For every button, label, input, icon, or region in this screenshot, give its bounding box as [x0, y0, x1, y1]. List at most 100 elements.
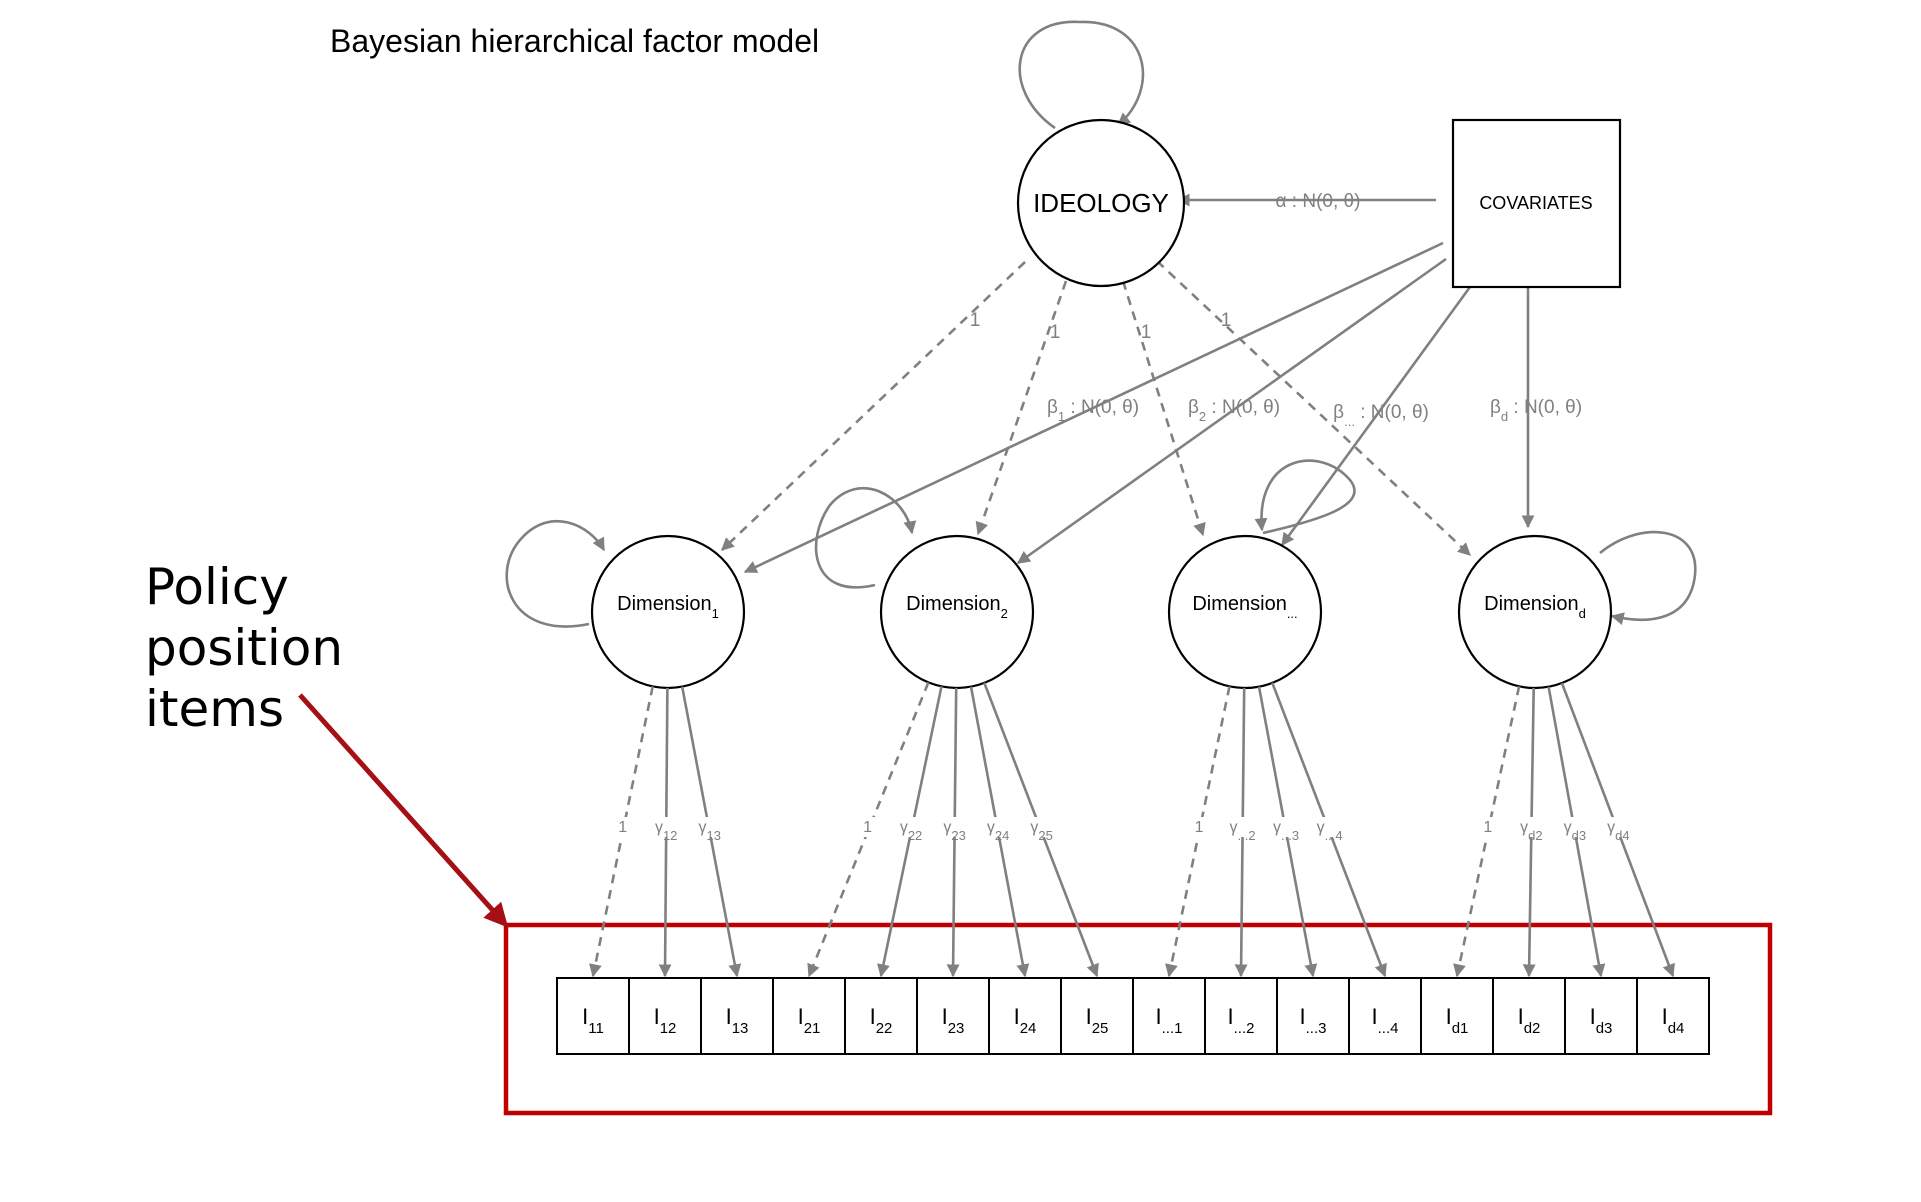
policy-item-label: I...4: [1372, 1004, 1399, 1037]
policy-item-box: [1636, 977, 1710, 1055]
item-loading-label: γd2: [1520, 819, 1542, 843]
policy-item-box: [844, 977, 918, 1055]
policy-item-box: [1060, 977, 1134, 1055]
policy-item-label: I11: [582, 1004, 604, 1037]
policy-item: I...2: [1204, 977, 1278, 1055]
item-loading-label: 1: [1195, 819, 1204, 836]
ideology-loading-labels: 1 1 1 1: [970, 310, 1232, 343]
dimension-1-label: Dimension1: [617, 593, 719, 621]
policy-item-box: [1204, 977, 1278, 1055]
callout-line-2: position: [145, 619, 343, 677]
item-loading-label-bg: [1271, 817, 1302, 837]
policy-item-box: [1348, 977, 1422, 1055]
dimension-4-label: Dimensiond: [1484, 593, 1586, 621]
policy-item-label: I24: [1014, 1004, 1037, 1037]
policy-item-label: Id3: [1590, 1004, 1613, 1037]
dimension-d-self-loop: [1599, 530, 1697, 626]
dimension-3-self-loop: [1254, 459, 1356, 535]
ideology-to-dimension-2: [975, 280, 1068, 536]
policy-item-label: Id4: [1662, 1004, 1685, 1037]
policy-item-box: [916, 977, 990, 1055]
item-loading-label-bg: [896, 817, 927, 837]
nodes: [590, 118, 1622, 690]
ideology-loading-label-3: 1: [1141, 322, 1152, 343]
policy-item: I21: [772, 977, 846, 1055]
beta-label-1: β1 : N(0, θ): [1047, 397, 1139, 424]
dimension-labels: Dimension1 Dimension2 Dimension... Dimensio…: [617, 593, 1586, 621]
policy-item-label: I25: [1086, 1004, 1109, 1037]
ideology-label: IDEOLOGY: [1033, 188, 1169, 218]
ideology-to-dimension-3: [1121, 280, 1206, 537]
item-edges: [588, 681, 1675, 978]
beta-edge-1: [743, 241, 1444, 574]
item-loading-label-bg: [1227, 817, 1258, 837]
policy-item: I13: [700, 977, 774, 1055]
dimension-2-self-loop: [814, 486, 917, 589]
dimension-3-label: Dimension...: [1192, 593, 1297, 621]
ideology-loading-label-1: 1: [970, 310, 981, 331]
structural-edges: [298, 20, 1773, 1116]
item-loading-label-bg: [607, 817, 638, 837]
policy-item: Id3: [1564, 977, 1638, 1055]
policy-item-box: [1564, 977, 1638, 1055]
covariates-node: [1451, 118, 1622, 289]
beta-edge-3: [1280, 286, 1472, 547]
alpha-label: α : N(0, θ): [1276, 191, 1361, 212]
item-loading-label-bg: [983, 817, 1014, 837]
policy-item: I...3: [1276, 977, 1350, 1055]
ideology-node: [1016, 118, 1186, 288]
item-loading-label-bg: [1472, 817, 1503, 837]
policy-item: I24: [988, 977, 1062, 1055]
item-loading-label-bg: [1026, 817, 1057, 837]
callout-line-1: Policy: [145, 558, 289, 616]
item-loading-edge: [807, 681, 930, 978]
dimension-d-node: [1457, 534, 1613, 690]
policy-item-box: [1132, 977, 1206, 1055]
item-loading-label-bg: [852, 817, 883, 837]
policy-item-label: I12: [654, 1004, 677, 1037]
policy-item-label: I21: [798, 1004, 821, 1037]
beta-label-3: β... : N(0, θ): [1333, 402, 1429, 429]
policy-item: Id1: [1420, 977, 1494, 1055]
policy-item-box: [1420, 977, 1494, 1055]
item-loading-label: 1: [1483, 819, 1492, 836]
ideology-to-dimension-d: [1156, 260, 1471, 556]
policy-item-label: Id2: [1518, 1004, 1541, 1037]
policy-item: I...1: [1132, 977, 1206, 1055]
beta-labels: β1 : N(0, θ)β2 : N(0, θ)β... : N(0, θ)βd…: [1047, 397, 1582, 429]
item-loading-label-bg: [939, 817, 970, 837]
policy-item-box: [700, 977, 774, 1055]
dimension-2-node: [879, 534, 1035, 690]
ideology-loading-label-2: 1: [1050, 322, 1061, 343]
policy-item-box: [772, 977, 846, 1055]
item-loading-label-bg: [1184, 817, 1215, 837]
item-loading-label: γd3: [1564, 819, 1586, 843]
ideology-loading-label-4: 1: [1221, 310, 1232, 331]
policy-item: I...4: [1348, 977, 1422, 1055]
policy-item: Id4: [1636, 977, 1710, 1055]
item-loading-label: γ12: [655, 819, 677, 843]
policy-item: I11: [556, 977, 630, 1055]
policy-item-box: [1276, 977, 1350, 1055]
item-loading-label-bg: [1314, 817, 1345, 837]
policy-item-box: [1492, 977, 1566, 1055]
dimension-1-node: [590, 534, 746, 690]
item-loading-label-bg: [694, 817, 725, 837]
item-loading-label-bg: [1516, 817, 1547, 837]
beta-edge-2: [1016, 257, 1447, 565]
item-loading-label: γ24: [987, 819, 1009, 843]
dimension-2-label: Dimension2: [906, 593, 1008, 621]
policy-item-label: I...1: [1156, 1004, 1183, 1037]
policy-item: I23: [916, 977, 990, 1055]
item-loading-label: 1: [863, 819, 872, 836]
policy-item-box: [628, 977, 702, 1055]
item-loading-label: γ...4: [1317, 819, 1343, 843]
item-loading-label: γ13: [698, 819, 720, 843]
policy-item-label: I23: [942, 1004, 965, 1037]
policy-item: I22: [844, 977, 918, 1055]
ideology-to-dimension-1: [721, 261, 1026, 551]
policy-item-label: I13: [726, 1004, 749, 1037]
